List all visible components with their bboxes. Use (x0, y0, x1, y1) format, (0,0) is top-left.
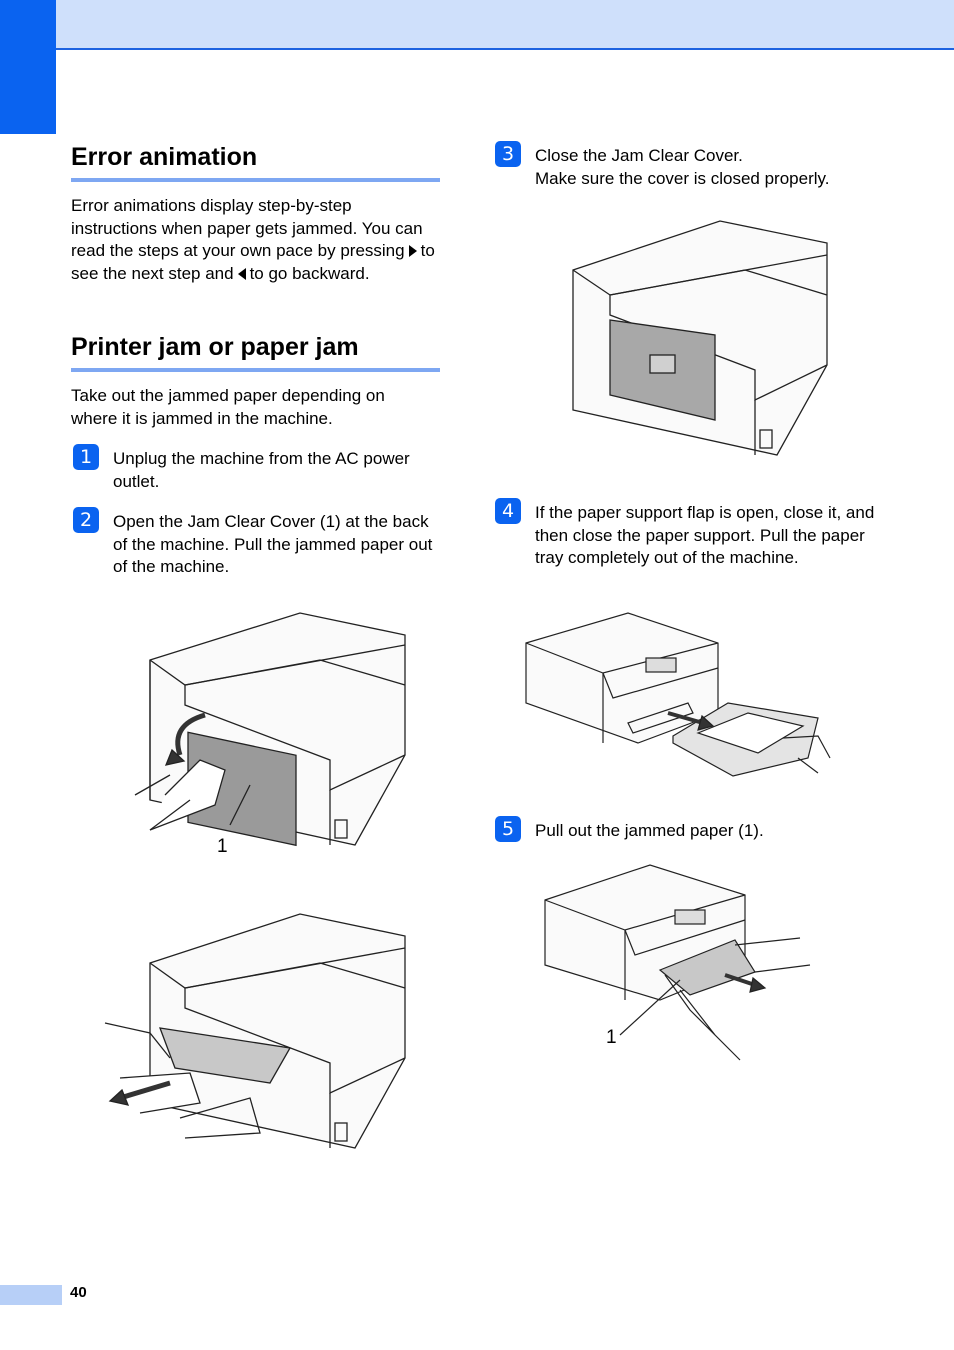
step-3-line-2: Make sure the cover is closed properly. (535, 168, 830, 188)
body-text: Error animations display step-by-step in… (71, 196, 423, 260)
section-rule (71, 368, 440, 372)
page-tab (0, 1285, 62, 1305)
step-3-line-1: Close the Jam Clear Cover. (535, 146, 743, 165)
step-5-text: Pull out the jammed paper (1). (535, 821, 764, 840)
section-title-error-animation: Error animation (71, 143, 258, 171)
step-1-text: Unplug the machine from the AC power out… (113, 449, 410, 491)
illustration-open-jam-cover (130, 605, 410, 860)
step-number-badge: 1 (73, 444, 99, 470)
printer-jam-intro: Take out the jammed paper depending on w… (71, 386, 385, 428)
step-number-badge: 3 (495, 141, 521, 167)
step-4-text: If the paper support flap is open, close… (535, 503, 875, 567)
chapter-tab (0, 0, 56, 134)
page-number: 40 (70, 1284, 87, 1301)
callout-label: 1 (606, 1027, 617, 1048)
step-3-text: Close the Jam Clear Cover. Make sure the… (535, 145, 875, 190)
section-title-printer-jam: Printer jam or paper jam (71, 333, 359, 361)
step-number-badge: 5 (495, 816, 521, 842)
body-text: to see the next step and (71, 241, 435, 283)
section-rule (71, 178, 440, 182)
header-band (0, 0, 954, 50)
callout-label: 1 (217, 836, 228, 857)
illustration-pull-tray (518, 608, 838, 783)
illustration-cover-closed (565, 215, 830, 465)
step-number-badge: 4 (495, 498, 521, 524)
illustration-pull-paper-front (540, 860, 815, 1065)
error-animation-body: Error animations display step-by-step in… (71, 195, 441, 285)
body-text: to go backward. (249, 263, 370, 283)
left-arrow-icon (237, 267, 246, 280)
step-2-text: Open the Jam Clear Cover (1) at the back… (113, 512, 433, 576)
right-arrow-icon (408, 245, 417, 257)
step-number-badge: 2 (73, 507, 99, 533)
illustration-pull-paper-back (100, 908, 410, 1153)
